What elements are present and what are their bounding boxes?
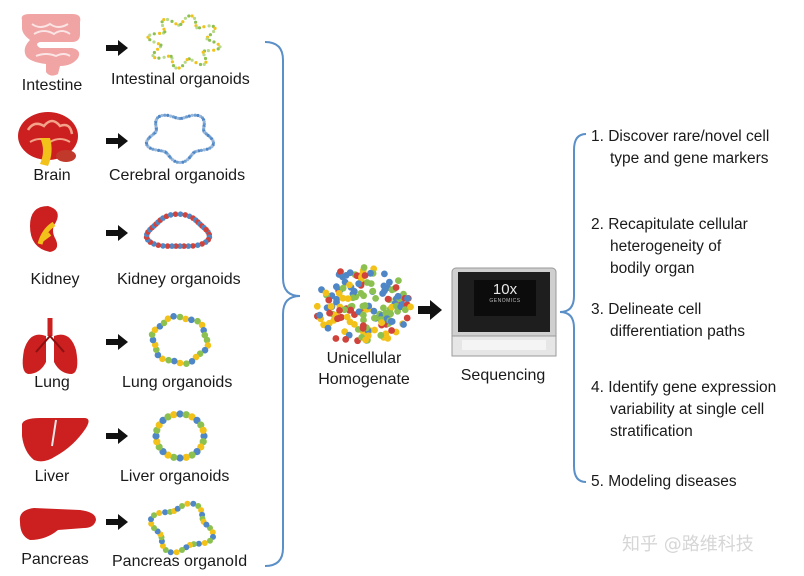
outcome-3-line-2: differentiation paths	[610, 323, 746, 340]
organ-label-lung: Lung	[34, 374, 70, 391]
outcome-5-line-1: 5. Modeling diseases	[591, 473, 737, 490]
outcome-4-line-2: variability at single cell	[610, 401, 765, 418]
organ-label-kidney: Kidney	[30, 271, 80, 288]
outcome-4-line-3: stratification	[610, 423, 693, 440]
organ-label-brain: Brain	[33, 167, 71, 184]
homogenate-label-line2: Homogenate	[318, 371, 410, 388]
homogenate-label: Unicellular Homogenate	[318, 348, 410, 390]
outcome-1-line-1: 1. Discover rare/novel cell	[591, 128, 770, 145]
outcome-1-line-2: type and gene markers	[610, 150, 769, 167]
pancreas-organoid-icon	[148, 500, 216, 556]
sequencing-label: Sequencing	[460, 367, 546, 384]
outcome-2: 2. Recapitulate cellular heterogeneity o…	[591, 214, 748, 280]
intestinal-organoid-icon	[146, 14, 222, 70]
pancreas-icon	[19, 508, 96, 540]
homogenate-cell-cluster	[313, 264, 414, 345]
device-logo-sub: GENOMICS	[489, 298, 521, 304]
sequencer-device	[451, 267, 557, 357]
organ-label-pancreas: Pancreas	[21, 551, 89, 568]
outcome-2-line-1: 2. Recapitulate cellular	[591, 216, 748, 233]
organ-label-intestine: Intestine	[21, 77, 83, 94]
intestine-icon	[21, 14, 81, 76]
cerebral-organoid-icon	[144, 113, 216, 165]
homogenate-arrow	[418, 300, 442, 320]
watermark: 知乎 @路维科技	[622, 534, 754, 555]
device-logo-text: 10x	[492, 281, 518, 298]
lung-icon	[22, 318, 78, 374]
outcome-3-line-1: 3. Delineate cell	[591, 301, 702, 318]
outcome-2-line-3: bodily organ	[610, 260, 695, 277]
organoid-label-kidney: Kidney organoids	[117, 271, 241, 288]
outcome-2-line-2: heterogeneity of	[610, 238, 722, 255]
outcome-1: 1. Discover rare/novel cell type and gen…	[591, 126, 769, 170]
liver-organoid-icon	[152, 410, 208, 462]
homogenate-label-line1: Unicellular	[326, 350, 402, 367]
outcome-4: 4. Identify gene expression variability …	[591, 377, 776, 443]
organoid-shapes	[143, 14, 222, 556]
organoid-label-cerebral: Cerebral organoids	[109, 167, 246, 184]
lung-organoid-icon	[148, 313, 212, 368]
organoid-label-intestinal: Intestinal organoids	[111, 71, 250, 88]
outcome-3: 3. Delineate cell differentiation paths	[591, 299, 745, 343]
organ-arrows	[106, 40, 128, 530]
organoid-label-liver: Liver organoids	[120, 468, 230, 485]
outcome-5: 5. Modeling diseases	[591, 471, 737, 493]
kidney-icon	[30, 206, 58, 252]
organoid-label-pancreas: Pancreas organoId	[112, 553, 248, 570]
organoid-label-lung: Lung organoids	[122, 374, 233, 391]
right-bracket	[559, 133, 587, 483]
brain-icon	[18, 112, 78, 166]
kidney-organoid-icon	[143, 211, 213, 249]
device-logo: 10x GENOMICS	[474, 281, 536, 305]
organ-label-liver: Liver	[34, 468, 70, 485]
outcome-4-line-1: 4. Identify gene expression	[591, 379, 777, 396]
liver-icon	[22, 418, 89, 462]
left-bracket	[264, 41, 301, 567]
